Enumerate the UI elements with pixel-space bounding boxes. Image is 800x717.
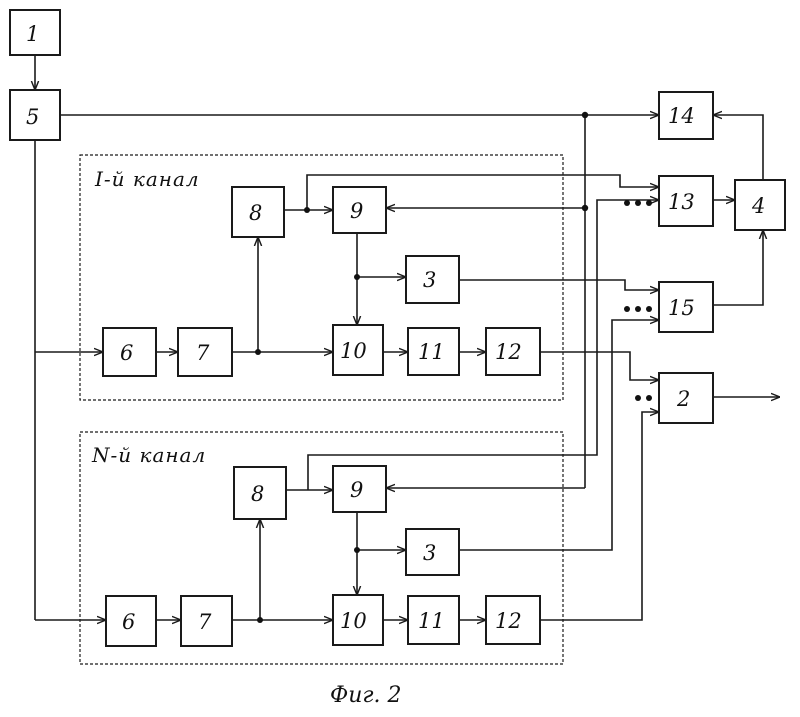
svg-text:8: 8 [249, 201, 262, 225]
chn-block-7: 7 [181, 596, 232, 646]
ch1-block-7: 7 [178, 328, 232, 376]
channel-1-label: I-й канал [94, 167, 200, 191]
ch1-block-12: 12 [486, 328, 540, 375]
channel-n-label: N-й канал [91, 443, 206, 467]
ch1-block-8: 8 [232, 187, 284, 237]
block-1: 1 [10, 10, 60, 55]
svg-text:10: 10 [340, 339, 367, 363]
chn-block-8: 8 [234, 467, 286, 519]
svg-text:9: 9 [350, 199, 363, 223]
ch1-block-9: 9 [333, 187, 386, 233]
svg-text:11: 11 [418, 340, 445, 364]
block-15: 15 [659, 282, 713, 332]
block-2: 2 [659, 373, 713, 423]
svg-text:7: 7 [196, 341, 210, 365]
svg-text:9: 9 [350, 478, 363, 502]
svg-text:2: 2 [676, 387, 690, 411]
svg-text:6: 6 [122, 610, 135, 634]
block-5: 5 [10, 90, 60, 140]
block-4: 4 [735, 180, 785, 230]
ch1-block-3: 3 [406, 256, 459, 303]
svg-text:5: 5 [26, 105, 39, 129]
svg-text:11: 11 [418, 609, 445, 633]
svg-text:4: 4 [751, 194, 765, 218]
svg-text:10: 10 [340, 609, 367, 633]
chn-block-3: 3 [406, 529, 459, 575]
ch1-block-10: 10 [333, 325, 383, 375]
svg-text:12: 12 [495, 609, 522, 633]
svg-text:1: 1 [26, 22, 39, 46]
svg-text:15: 15 [668, 296, 695, 320]
svg-text:6: 6 [120, 341, 133, 365]
chn-block-6: 6 [106, 596, 156, 646]
ch1-block-6: 6 [103, 328, 156, 376]
ellipsis-marks [624, 200, 652, 401]
svg-text:3: 3 [423, 541, 436, 565]
chn-block-11: 11 [408, 596, 459, 644]
block-14: 14 [659, 92, 713, 139]
chn-block-10: 10 [333, 595, 383, 645]
ch1-block-11: 11 [408, 328, 459, 375]
figure-caption: Фиг. 2 [330, 683, 402, 708]
svg-text:12: 12 [495, 340, 522, 364]
svg-text:13: 13 [668, 190, 695, 214]
chn-block-12: 12 [486, 596, 540, 644]
svg-text:7: 7 [198, 610, 212, 634]
svg-text:3: 3 [423, 268, 436, 292]
svg-text:14: 14 [668, 104, 695, 128]
svg-text:8: 8 [251, 482, 264, 506]
block-13: 13 [659, 176, 713, 226]
chn-block-9: 9 [333, 466, 386, 512]
